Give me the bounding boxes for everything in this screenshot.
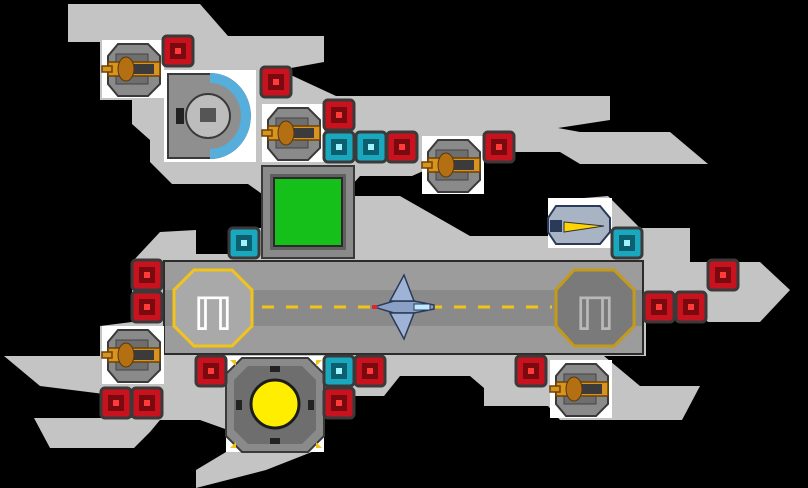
red-cargo-box-icon[interactable] bbox=[674, 290, 708, 324]
cannon-turret-icon[interactable] bbox=[549, 360, 612, 418]
red-cargo-box-icon[interactable] bbox=[322, 98, 356, 132]
cannon-turret-icon[interactable] bbox=[261, 104, 324, 162]
red-cargo-box-icon[interactable] bbox=[706, 258, 740, 292]
red-cargo-box-icon[interactable] bbox=[259, 65, 293, 99]
red-cargo-box-icon[interactable] bbox=[642, 290, 676, 324]
shield-dome-icon[interactable] bbox=[164, 70, 256, 162]
red-cargo-box-icon[interactable] bbox=[130, 290, 164, 324]
green-reactor-icon[interactable] bbox=[261, 165, 355, 259]
cyan-cargo-box-icon[interactable] bbox=[610, 226, 644, 260]
cyan-cargo-box-icon[interactable] bbox=[227, 226, 261, 260]
landing-pad-right-label: ℿ bbox=[575, 287, 615, 341]
landing-pad-left[interactable]: ℿ bbox=[172, 268, 254, 348]
turrets bbox=[101, 40, 612, 418]
cannon-turret-icon[interactable] bbox=[101, 40, 164, 98]
red-cargo-box-icon[interactable] bbox=[353, 354, 387, 388]
red-cargo-box-icon[interactable] bbox=[385, 130, 419, 164]
red-cargo-box-icon[interactable] bbox=[130, 386, 164, 420]
cannon-turret-icon[interactable] bbox=[421, 136, 484, 194]
cannon-turret-icon[interactable] bbox=[101, 326, 164, 384]
red-cargo-box-icon[interactable] bbox=[99, 386, 133, 420]
red-cargo-box-icon[interactable] bbox=[322, 386, 356, 420]
red-cargo-box-icon[interactable] bbox=[161, 34, 195, 68]
landing-pad-left-label: ℿ bbox=[193, 287, 233, 341]
red-cargo-box-icon[interactable] bbox=[194, 354, 228, 388]
cyan-cargo-box-icon[interactable] bbox=[354, 130, 388, 164]
fighter-ship-icon[interactable] bbox=[371, 273, 435, 341]
yellow-power-core-icon[interactable] bbox=[225, 356, 325, 453]
red-cargo-box-icon[interactable] bbox=[130, 258, 164, 292]
fighter-bay-icon[interactable] bbox=[547, 198, 612, 248]
red-cargo-box-icon[interactable] bbox=[514, 354, 548, 388]
cyan-cargo-box-icon[interactable] bbox=[322, 130, 356, 164]
landing-pad-right[interactable]: ℿ bbox=[554, 268, 636, 348]
cyan-cargo-box-icon[interactable] bbox=[322, 354, 356, 388]
cargo-pickups bbox=[99, 34, 740, 420]
red-cargo-box-icon[interactable] bbox=[482, 130, 516, 164]
